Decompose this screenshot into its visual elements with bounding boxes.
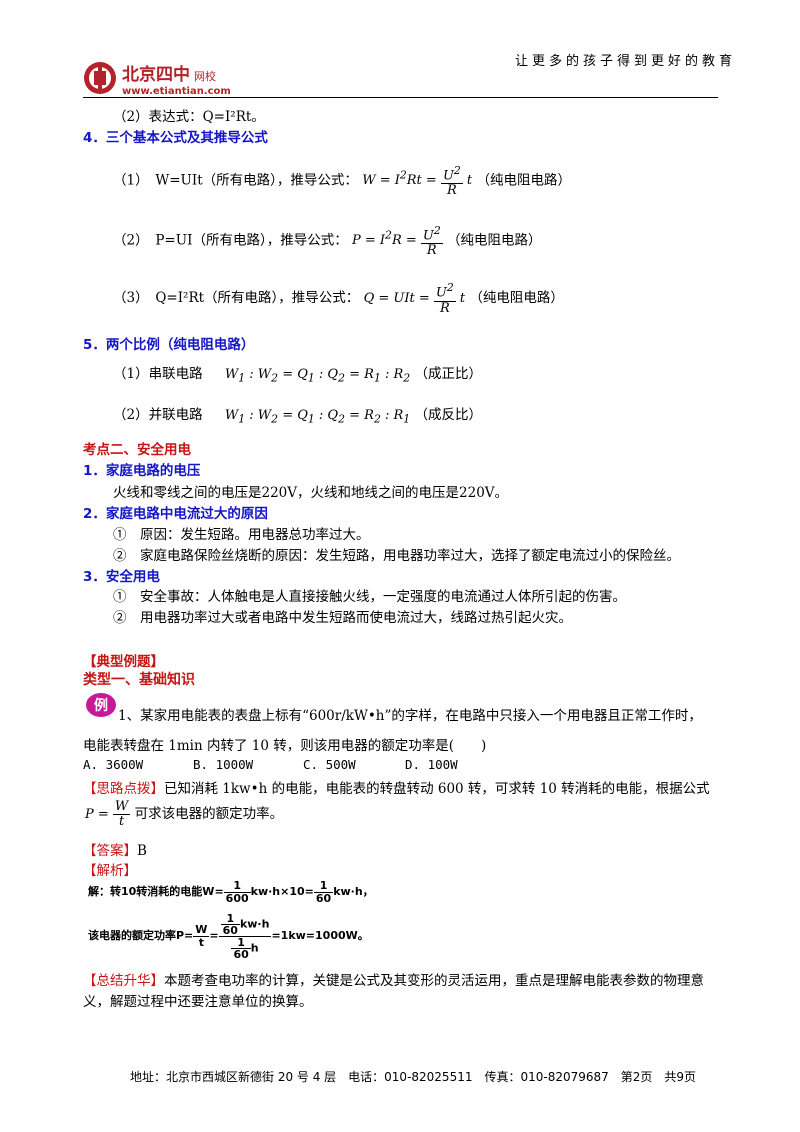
hint-line-1: 【思路点拨】已知消耗 1kw•h 的电能，电能表的转盘转动 600 转，可求转 …: [83, 781, 710, 797]
kp2-text-3a: ① 安全事故：人体触电是人直接接触火线，一定强度的电流通过人体所引起的伤害。: [113, 589, 626, 605]
summary-line-2: 义，解题过程中还要注意单位的换算。: [83, 994, 313, 1010]
kp2-text-1: 火线和零线之间的电压是220V，火线和地线之间的电压是220V。: [113, 485, 509, 501]
type-1-title: 类型一、基础知识: [83, 672, 195, 688]
page-footer: 地址：北京市西城区新德街 20 号 4 层 电话：010-82025511 传真…: [130, 1070, 697, 1084]
kp2-text-3b: ② 用电器功率过大或者电路中发生短路而使电流过大，线路过热引起火灾。: [113, 610, 572, 626]
keypoint-2-title: 考点二、安全用电: [83, 442, 191, 458]
kp2-heading-2: 2．家庭电路中电流过大的原因: [83, 506, 268, 522]
header-divider: [83, 97, 718, 98]
option-c: C. 500W: [303, 757, 356, 772]
logo-text: 北京四中: [122, 64, 190, 85]
answer-line: 【答案】B: [83, 843, 147, 859]
question-line-1: 1、某家用电能表的表盘上标有“600r/kW•h”的字样，在电路中只接入一个用电…: [118, 708, 702, 724]
section-5-title: 5．两个比例（纯电阻电路）: [83, 337, 255, 353]
option-a: A. 3600W: [83, 757, 144, 772]
expression-line: （2）表达式：Q=I²Rt。: [113, 109, 265, 125]
question-line-2: 电能表转盘在 1min 内转了 10 转，则该用电器的额定功率是( ): [83, 738, 487, 754]
options-row: A. 3600W B. 1000W C. 500W D. 100W: [83, 757, 458, 772]
option-d: D. 100W: [405, 757, 458, 772]
school-logo: 北京四中 网校 www.etiantian.com: [84, 62, 231, 97]
option-b: B. 1000W: [193, 757, 254, 772]
kp2-heading-3: 3．安全用电: [83, 569, 160, 585]
examples-heading: 【典型例题】: [83, 654, 164, 670]
logo-sub: 网校: [194, 69, 216, 83]
ratio-series: （1）串联电路 W1 : W2 = Q1 : Q2 = R1 : R2 （成正比…: [113, 366, 482, 385]
logo-url: www.etiantian.com: [122, 86, 231, 97]
header-tagline: 让更多的孩子得到更好的教育: [515, 54, 737, 69]
example-badge-icon: 例: [86, 693, 116, 717]
kp2-text-2a: ① 原因：发生短路。用电器总功率过大。: [113, 527, 370, 543]
analysis-label: 【解析】: [83, 863, 137, 879]
kp2-heading-1: 1．家庭电路的电压: [83, 463, 201, 479]
summary-line-1: 【总结升华】本题考查电功率的计算，关键是公式及其变形的灵活运用，重点是理解电能表…: [83, 973, 704, 989]
ratio-parallel: （2）并联电路 W1 : W2 = Q1 : Q2 = R2 : R1 （成反比…: [113, 407, 482, 426]
kp2-text-2b: ② 家庭电路保险丝烧断的原因：发生短路，用电器功率过大，选择了额定电流过小的保险…: [113, 548, 680, 564]
svg-text:例: 例: [94, 697, 108, 714]
section-4-title: 4．三个基本公式及其推导公式: [83, 130, 268, 146]
